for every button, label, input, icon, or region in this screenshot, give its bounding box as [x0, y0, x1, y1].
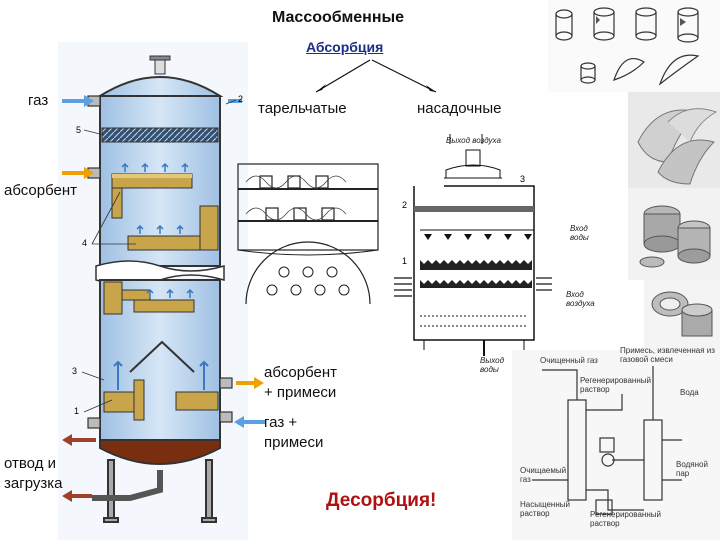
tower-num-1: 1: [402, 256, 408, 266]
scheme-clean-gas: Очищенный газ: [540, 356, 598, 365]
flow-arrows: [62, 95, 266, 502]
scheme-saturated-solution: Насыщенный раствор: [520, 500, 570, 518]
column-number-1: 1: [74, 406, 80, 416]
scheme-regen-solution: Регенерированный раствор: [580, 376, 651, 394]
scheme-purified-gas: Очищаемый газ: [520, 466, 567, 484]
label-absorbent-out-2: + примеси: [264, 384, 337, 401]
packing-drawing-svg: [555, 7, 700, 86]
column-dome-top: [96, 76, 224, 97]
column-number-2: 2: [238, 94, 244, 104]
tower-num-3: 3: [520, 174, 526, 184]
saddles-svg: [637, 108, 718, 185]
label-tray-type: тарельчатые: [258, 100, 347, 117]
tray-sketch: [236, 160, 382, 306]
raschig-rings-svg: [651, 291, 713, 337]
upper-trays: [111, 173, 219, 251]
leader-lines: [81, 99, 237, 413]
pall-rings-svg: [639, 205, 711, 268]
label-gas-out-1: газ +: [264, 414, 298, 431]
label-drain: отвод и загрузка: [4, 455, 63, 492]
label-absorbent-out-1: абсорбент: [264, 364, 338, 381]
label-absorbent: абсорбент: [4, 182, 78, 199]
label-desorption: Десорбция!: [326, 490, 437, 511]
process-scheme: [512, 350, 720, 540]
label-gas-out-2: примеси: [264, 434, 324, 451]
packing-photo-raschig-rings: [644, 280, 720, 350]
gas-distributor: [129, 340, 195, 373]
column-number-5: 5: [76, 125, 82, 135]
column-bottom-liquid: [99, 439, 221, 465]
page-title: Массообменные: [272, 9, 405, 26]
column-number-3: 3: [72, 366, 78, 376]
scheme-regen-solution-bottom: Регенерированный раствор: [590, 510, 661, 528]
packed-tower-sketch: [384, 130, 554, 370]
demister-layer: [101, 127, 219, 143]
page-subtitle: Абсорбция: [306, 39, 384, 55]
packing-photo-saddles: [628, 92, 720, 188]
scheme-impurity: Примесь, извлеченная из газовой смеси: [620, 346, 715, 364]
process-scheme-svg: [532, 366, 682, 515]
lower-trays: [103, 281, 219, 421]
drain-pipe: [92, 470, 163, 501]
column-number-4: 4: [82, 238, 88, 248]
tower-air-in: Вход воздуха: [566, 290, 595, 308]
tower-num-2: 2: [402, 200, 408, 210]
tower-water-in: Вход воды: [570, 224, 589, 242]
scheme-water: Вода: [680, 388, 699, 397]
scheme-steam: Водяной пар: [676, 460, 708, 478]
tower-air-out: Выход воздуха: [446, 136, 501, 145]
tray-sketch-svg: [237, 163, 379, 305]
label-gas: газ: [28, 92, 49, 109]
vapor-arrows-lower: [146, 288, 194, 298]
label-packed-type: насадочные: [417, 100, 502, 117]
packing-elements-drawing: [548, 0, 720, 92]
packed-tower-svg: [394, 134, 552, 356]
vapor-arrows-upper: [121, 162, 189, 234]
tower-water-out: Выход воды: [480, 356, 505, 374]
gas-flow-arrows: [113, 360, 209, 390]
packing-photo-pall-rings: [628, 188, 720, 280]
column-legs: [103, 459, 217, 523]
